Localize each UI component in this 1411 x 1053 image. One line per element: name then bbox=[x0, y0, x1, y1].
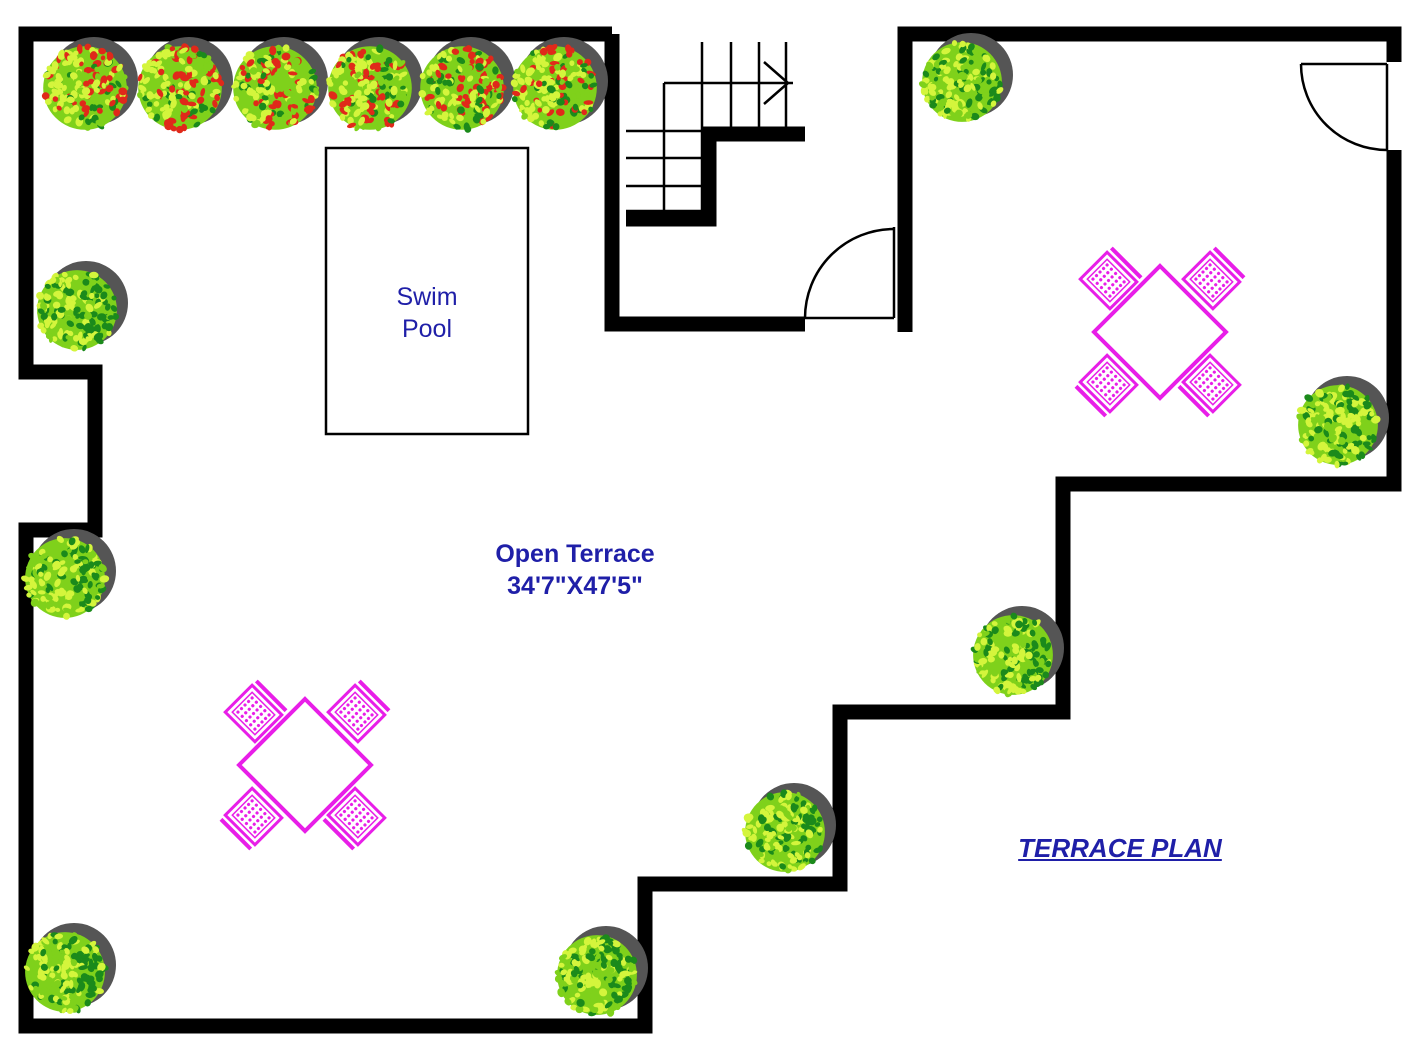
flowering-shrub-icon bbox=[41, 37, 138, 131]
room-dimensions-label: 34'7"X47'5" bbox=[507, 572, 643, 600]
chair bbox=[326, 679, 391, 744]
flowering-shrub-icon bbox=[231, 37, 328, 131]
chair bbox=[1177, 353, 1242, 418]
flowering-shrub-icon bbox=[418, 37, 515, 133]
outer-wall bbox=[18, 26, 1402, 1034]
pool-label-line2: Pool bbox=[401, 315, 453, 343]
potted-shrub-icon bbox=[741, 783, 836, 874]
plan-title: TERRACE PLAN bbox=[1018, 833, 1222, 863]
plants bbox=[20, 33, 1389, 1017]
stair-door[interactable] bbox=[803, 227, 896, 320]
stair-landing-wall bbox=[626, 126, 805, 227]
chair bbox=[219, 786, 284, 851]
table-top bbox=[236, 696, 374, 834]
potted-shrub-icon bbox=[1296, 376, 1389, 469]
potted-shrub-icon bbox=[554, 926, 648, 1017]
stair-enclosure-wall bbox=[604, 34, 805, 332]
chair bbox=[322, 786, 387, 851]
entry-door[interactable] bbox=[1299, 62, 1389, 152]
table-four-chairs-icon bbox=[1074, 246, 1246, 418]
furniture bbox=[219, 246, 1246, 851]
potted-shrub-icon bbox=[36, 261, 128, 352]
walls bbox=[18, 26, 1402, 1034]
chair bbox=[1181, 246, 1246, 311]
chair bbox=[223, 679, 288, 744]
outer-wall-top-right bbox=[897, 26, 1402, 332]
room-name-label: Open Terrace bbox=[495, 540, 655, 568]
chair bbox=[1078, 246, 1143, 311]
stair-arrow-icon bbox=[763, 61, 790, 105]
flowering-shrub-icon bbox=[137, 37, 233, 134]
table-four-chairs-icon bbox=[219, 679, 391, 851]
flowering-shrub-icon bbox=[326, 37, 423, 132]
potted-shrub-icon bbox=[20, 529, 116, 620]
potted-shrub-icon bbox=[970, 606, 1064, 698]
chair bbox=[1074, 353, 1139, 418]
potted-shrub-icon bbox=[23, 923, 116, 1014]
swim-pool bbox=[324, 146, 530, 436]
table-top bbox=[1091, 263, 1229, 401]
pool-label-line1: Swim bbox=[396, 283, 458, 311]
potted-shrub-icon bbox=[918, 33, 1013, 122]
flowering-shrub-icon bbox=[510, 37, 608, 131]
